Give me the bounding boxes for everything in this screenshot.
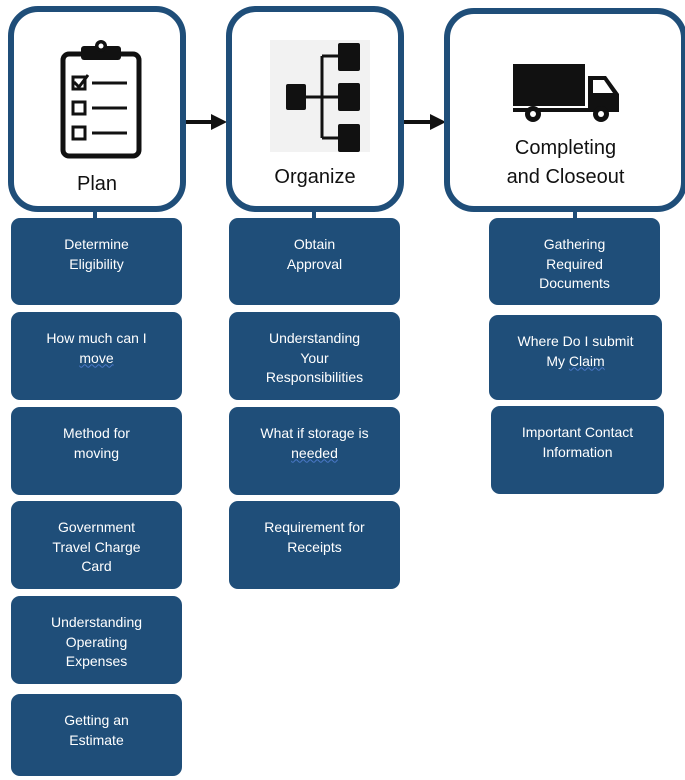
phase-organize: Organize xyxy=(226,6,404,212)
card-government-travel-charge-card[interactable]: Government Travel Charge Card xyxy=(11,501,182,589)
card-how-much-can-i-move[interactable]: How much can I move xyxy=(11,312,182,400)
card-important-contact-information[interactable]: Important Contact Information xyxy=(491,406,664,494)
phase-plan: Plan xyxy=(8,6,186,212)
card-understanding-operating-expenses[interactable]: Understanding Operating Expenses xyxy=(11,596,182,684)
card-gathering-required-documents[interactable]: Gathering Required Documents xyxy=(489,218,660,305)
phase-title-plan: Plan xyxy=(76,173,118,195)
card-determine-eligibility[interactable]: Determine Eligibility xyxy=(11,218,182,305)
connector-organize xyxy=(312,211,316,219)
card-obtain-approval[interactable]: Obtain Approval xyxy=(229,218,400,305)
connector-closeout xyxy=(573,211,577,219)
clipboard-checklist-icon xyxy=(59,40,143,160)
moving-truck-icon xyxy=(513,64,621,122)
card-where-do-i-submit-my-claim[interactable]: Where Do I submit My Claim xyxy=(489,315,662,400)
connector-plan xyxy=(93,211,97,219)
phase-title-organize: Organize xyxy=(274,166,356,188)
card-getting-an-estimate[interactable]: Getting an Estimate xyxy=(11,694,182,776)
card-what-if-storage-is-needed[interactable]: What if storage is needed xyxy=(229,407,400,495)
card-understanding-your-responsibilities[interactable]: Understanding Your Responsibilities xyxy=(229,312,400,400)
phase-closeout: Completing and Closeout xyxy=(444,8,685,212)
card-method-for-moving[interactable]: Method for moving xyxy=(11,407,182,495)
org-chart-icon xyxy=(270,40,370,152)
card-requirement-for-receipts[interactable]: Requirement for Receipts xyxy=(229,501,400,589)
phase-title-closeout: Completing and Closeout xyxy=(506,137,625,188)
arrow-plan-to-organize xyxy=(183,114,227,130)
arrow-organize-to-closeout xyxy=(402,114,446,130)
